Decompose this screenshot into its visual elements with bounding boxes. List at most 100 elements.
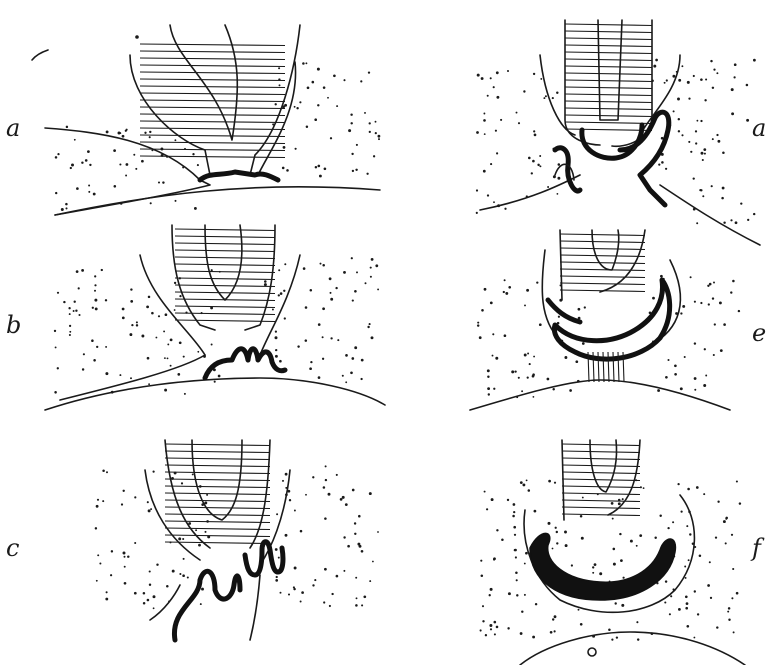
stipple-dot <box>135 168 137 170</box>
stipple-dot <box>612 518 614 520</box>
stipple-dot <box>690 151 692 153</box>
stipple-dot <box>493 558 495 560</box>
stipple-dot <box>736 480 738 482</box>
hatch-line <box>562 444 640 446</box>
stipple-dot <box>279 84 281 86</box>
stipple-dot <box>351 153 353 155</box>
stipple-dot <box>119 374 121 376</box>
stipple-dot <box>174 309 176 311</box>
stipple-dot <box>553 175 556 178</box>
hatch-line <box>165 514 270 516</box>
stipple-dot <box>636 621 638 623</box>
hatch-line <box>565 24 652 26</box>
stipple-dot <box>488 393 490 395</box>
stipple-dot <box>278 294 280 296</box>
stipple-dot <box>378 138 380 140</box>
stipple-dot <box>730 291 732 293</box>
stipple-dot <box>695 130 697 132</box>
stipple-dot <box>694 342 696 344</box>
stipple-dot <box>619 533 621 535</box>
stipple-dot <box>725 518 727 520</box>
stipple-dot <box>195 529 197 531</box>
panel-b: b <box>6 225 385 410</box>
hatch-line <box>562 472 640 474</box>
stipple-dot <box>181 482 183 484</box>
stipple-dot <box>342 496 345 499</box>
stipple-dot <box>141 160 144 163</box>
stipple-dot <box>348 129 351 132</box>
stipple-dot <box>487 369 490 372</box>
stipple-dot <box>179 295 181 297</box>
stipple-dot <box>280 592 282 594</box>
stipple-dot <box>164 357 166 359</box>
stipple-dot <box>664 82 666 84</box>
stipple-dot <box>377 288 379 290</box>
stipple-dot <box>492 333 494 335</box>
stipple-dot <box>740 202 742 204</box>
stipple-dot <box>533 356 535 358</box>
hatch-line <box>562 465 640 467</box>
stipple-dot <box>307 86 310 89</box>
stipple-dot <box>700 302 702 304</box>
stipple-dot <box>695 142 697 144</box>
stipple-dot <box>620 559 623 562</box>
stipple-dot <box>198 544 201 547</box>
stipple-dot <box>323 601 325 603</box>
stipple-dot <box>665 168 667 170</box>
stipple-dot <box>481 77 484 80</box>
stipple-dot <box>708 303 710 305</box>
stipple-dot <box>95 527 97 529</box>
stipple-dot <box>674 364 677 367</box>
stipple-dot <box>677 98 680 101</box>
stipple-dot <box>63 301 65 303</box>
stipple-dot <box>54 330 56 332</box>
stipple-dot <box>653 65 656 68</box>
stipple-dot <box>367 326 369 328</box>
stipple-dot <box>146 306 149 309</box>
stipple-dot <box>125 130 127 132</box>
hatch-line <box>140 135 285 137</box>
stipple-dot <box>713 68 715 70</box>
stipple-dot <box>68 307 70 309</box>
stipple-dot <box>621 604 624 607</box>
stipple-dot <box>330 337 332 339</box>
stipple-dot <box>74 301 76 303</box>
hatch-line <box>175 320 275 322</box>
stipple-dot <box>150 202 152 204</box>
stipple-dot <box>368 71 370 73</box>
hatch-line <box>565 115 652 117</box>
hatch-line <box>140 72 285 74</box>
stipple-dot <box>539 165 541 167</box>
stipple-dot <box>527 353 529 355</box>
stipple-dot <box>352 170 354 172</box>
stipple-dot <box>693 177 695 179</box>
stipple-dot <box>672 75 675 78</box>
stipple-dot <box>295 148 297 150</box>
stipple-dot <box>496 529 498 531</box>
stipple-dot <box>275 355 278 358</box>
stipple-dot <box>643 487 645 489</box>
stipple-dot <box>476 189 478 191</box>
stipple-dot <box>130 288 132 290</box>
stipple-dot <box>122 308 125 311</box>
stipple-dot <box>578 609 580 611</box>
stipple-dot <box>285 534 288 537</box>
stipple-dot <box>558 316 560 318</box>
stipple-dot <box>592 566 594 568</box>
stipple-dot <box>501 538 504 541</box>
stipple-dot <box>487 95 489 97</box>
hatch-line <box>560 262 645 264</box>
stipple-dot <box>733 76 735 78</box>
hatch-line <box>165 465 270 467</box>
stipple-dot <box>512 515 515 518</box>
stipple-dot <box>94 299 97 302</box>
stipple-dot <box>731 534 733 536</box>
stipple-dot <box>731 597 733 599</box>
stipple-dot <box>369 323 371 325</box>
hatch-line <box>560 283 645 285</box>
stipple-dot <box>547 186 549 188</box>
stipple-dot <box>369 492 372 495</box>
stipple-dot <box>723 221 725 223</box>
stipple-dot <box>520 481 523 484</box>
stipple-dot <box>484 491 486 493</box>
